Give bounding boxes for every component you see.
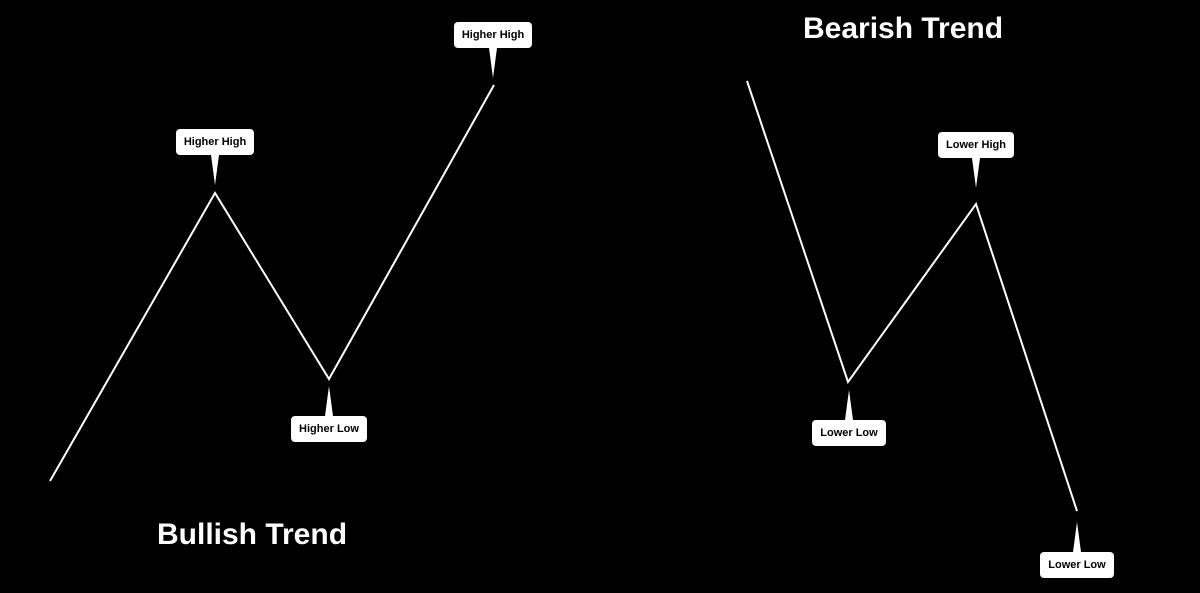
label: Lower High	[938, 132, 1014, 158]
label: Lower Low	[812, 420, 886, 446]
label: Higher High	[453, 22, 533, 48]
label: Higher Low	[291, 416, 367, 442]
bearish-second-lower-low-callout: Lower Low	[1037, 522, 1117, 578]
callout-pointer	[1073, 522, 1081, 552]
callout-pointer	[325, 386, 333, 416]
callout-pointer	[845, 390, 853, 420]
bullish-second-higher-high-callout: Higher High	[453, 22, 533, 78]
bullish-trend-line	[49, 84, 495, 482]
bullish-first-higher-high-callout: Higher High	[175, 129, 255, 185]
callout-pointer	[211, 155, 219, 185]
bearish-trend-line	[746, 80, 1078, 512]
bullish-trend-title: Bullish Trend	[157, 518, 348, 551]
bearish-trend-title: Bearish Trend	[803, 12, 1004, 45]
callout-pointer	[972, 158, 980, 188]
callout-pointer	[489, 48, 497, 78]
label: Lower Low	[1040, 552, 1114, 578]
bearish-lower-high-callout: Lower High	[936, 132, 1016, 188]
label: Higher High	[175, 129, 255, 155]
bullish-higher-low-callout: Higher Low	[289, 386, 369, 442]
bearish-first-lower-low-callout: Lower Low	[809, 390, 889, 446]
